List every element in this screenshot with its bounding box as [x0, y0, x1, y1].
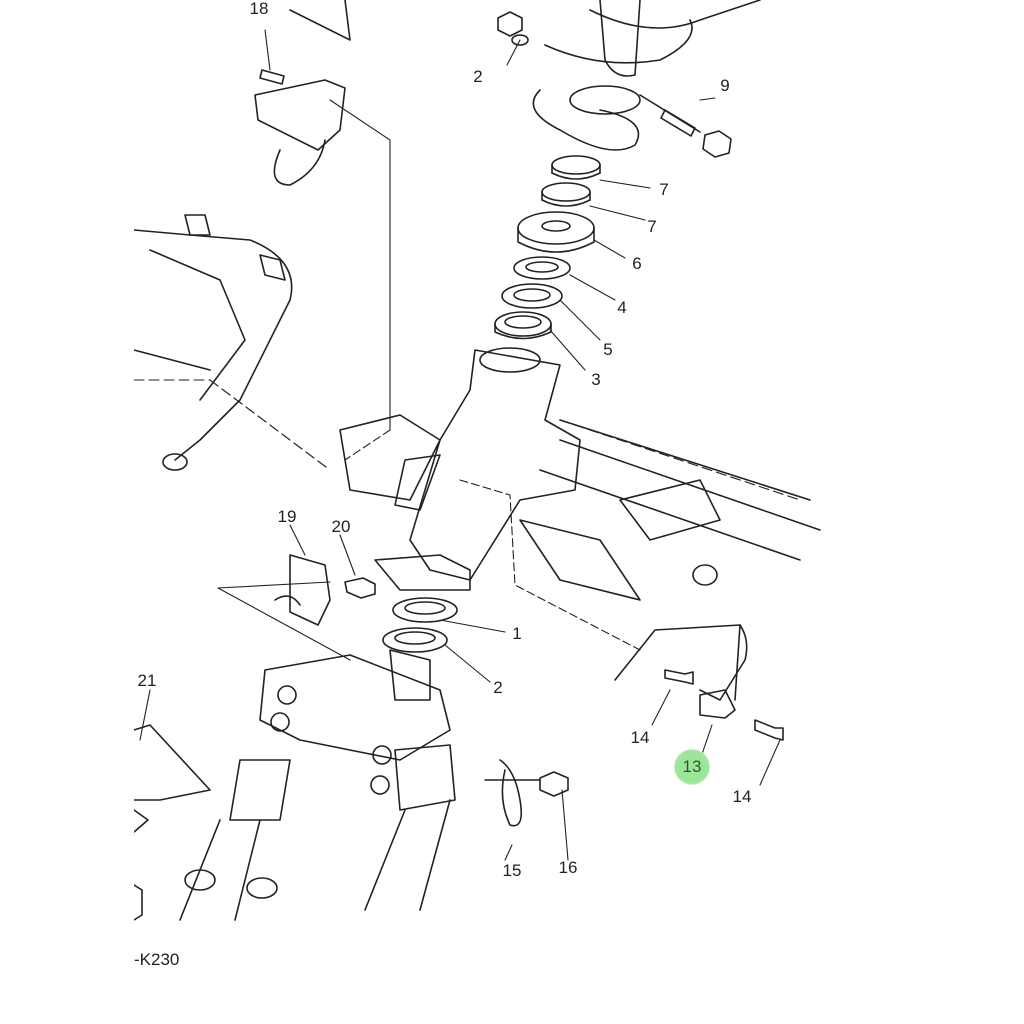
clip-15: [484, 759, 541, 827]
bolt-9: [639, 94, 732, 158]
bolt-16: [539, 771, 569, 797]
callout-6: 6: [632, 254, 642, 273]
under-bracket: [179, 649, 456, 921]
washer-6: [517, 211, 595, 253]
blank-margin: [0, 0, 134, 1024]
oil-seal-1: [392, 597, 458, 623]
steering-stem-top: [532, 0, 761, 151]
bolt-20: [344, 577, 376, 599]
ring-nut-7a: [551, 155, 601, 180]
bolt-10: [497, 11, 529, 46]
leader-lines: [133, 29, 801, 861]
callout-18: 18: [249, 0, 269, 18]
clamp-19: [274, 554, 331, 626]
callout-9: 9: [720, 76, 730, 95]
callout-5: 5: [603, 340, 613, 359]
callout-1: 1: [512, 624, 522, 643]
callout-7b: 7: [647, 217, 657, 236]
callout-16: 16: [558, 858, 578, 877]
callout-14a: 14: [630, 728, 650, 747]
screw-14b: [754, 719, 784, 741]
bearing-5: [501, 283, 563, 309]
callout-14b: 14: [732, 787, 752, 806]
callout-20: 20: [331, 517, 351, 536]
callout-3: 3: [591, 370, 601, 389]
callout-13-highlighted[interactable]: 13: [674, 749, 710, 785]
callout-21: 21: [137, 671, 157, 690]
cable-21: [133, 724, 211, 833]
bearing-2: [382, 627, 448, 653]
bracket-18: [254, 0, 351, 186]
race-cover-4: [513, 256, 571, 280]
diagram-code: -K230: [134, 950, 180, 969]
ring-nut-7b: [541, 182, 591, 207]
hose-guide: [614, 624, 748, 701]
steering-head-pipe: [339, 347, 821, 601]
callout-15: 15: [502, 861, 522, 880]
frame-bracket-left: [133, 214, 293, 471]
callout-7a: 7: [659, 180, 669, 199]
callout-10: 2: [473, 67, 483, 86]
callout-4: 4: [617, 298, 627, 317]
holder-13: [699, 689, 736, 719]
callout-19: 19: [277, 507, 297, 526]
callout-2: 2: [493, 678, 503, 697]
screw-14a: [664, 669, 694, 685]
bracket-left-bottom: [133, 884, 143, 921]
race-3: [494, 311, 552, 340]
